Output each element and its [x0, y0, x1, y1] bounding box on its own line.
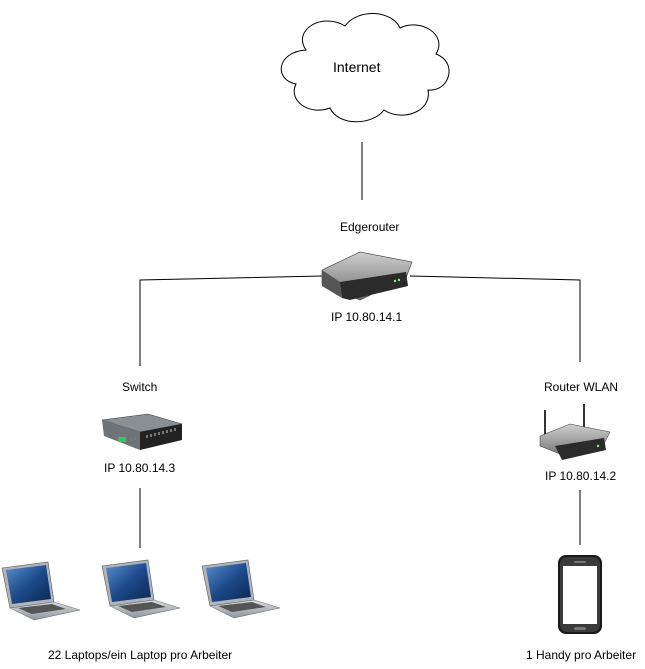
phone-label: 1 Handy pro Arbeiter	[526, 648, 637, 662]
laptop-icon-1	[1, 561, 81, 621]
laptop-icon-3	[201, 559, 281, 619]
wlan-router-ip-label: IP 10.80.14.2	[545, 469, 617, 483]
link-edgerouter-switch	[139, 275, 323, 366]
switch-icon	[101, 413, 183, 450]
laptops-label: 22 Laptops/ein Laptop pro Arbeiter	[48, 648, 233, 662]
internet-cloud	[280, 13, 450, 123]
link-edgerouter-wlan	[409, 275, 581, 362]
switch-ip-label: IP 10.80.14.3	[104, 461, 176, 475]
connection-lines	[139, 142, 581, 548]
switch-name-label: Switch	[122, 380, 158, 394]
wlan-router-name-label: Router WLAN	[544, 380, 619, 394]
edgerouter-name-label: Edgerouter	[340, 220, 400, 234]
edgerouter-ip-label: IP 10.80.14.1	[331, 310, 403, 324]
edgerouter-icon	[321, 251, 413, 301]
smartphone-icon	[558, 555, 602, 634]
laptop-icon-2	[101, 559, 181, 619]
wlan-router-icon	[539, 404, 611, 460]
internet-label: Internet	[333, 59, 381, 75]
